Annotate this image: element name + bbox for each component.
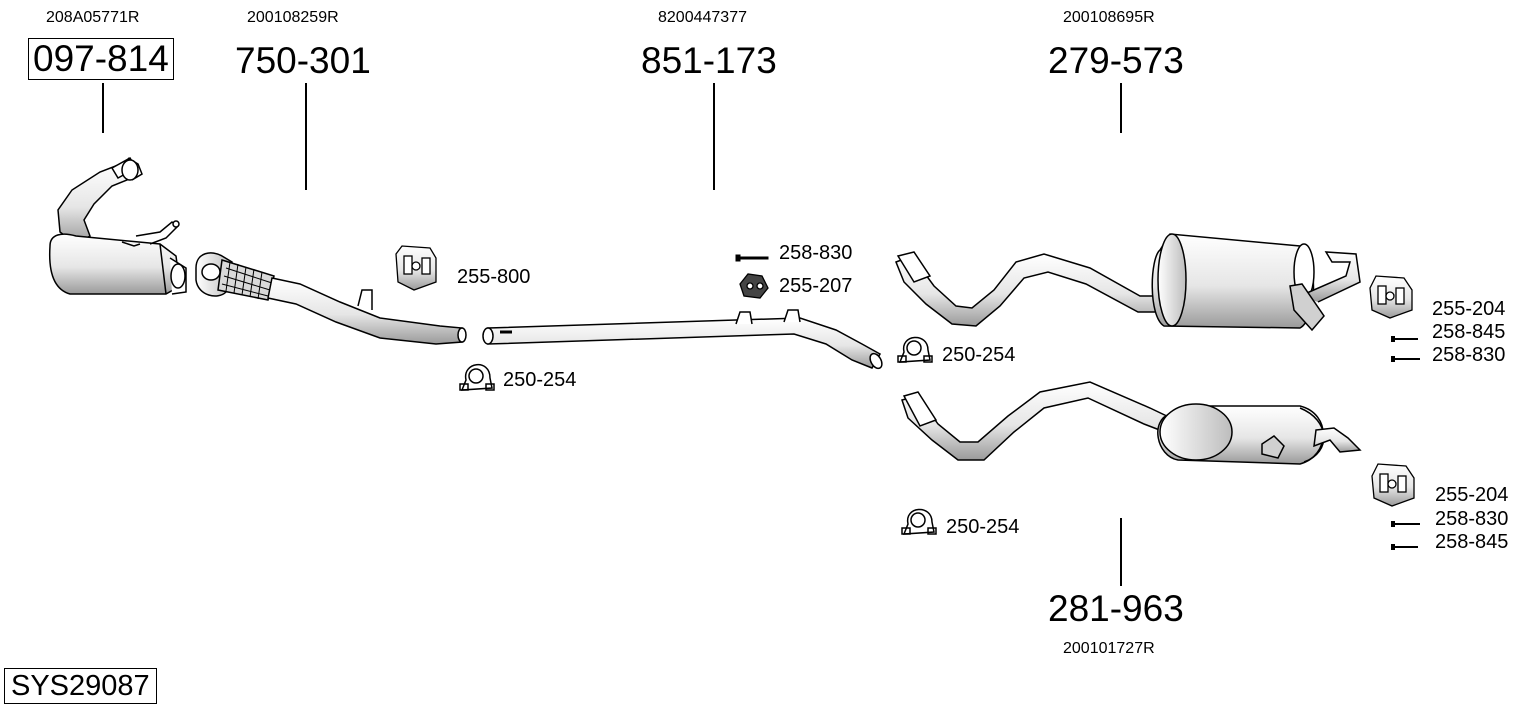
oe-number-rear-silencer-a: 200108695R xyxy=(1063,9,1155,26)
leader-line-middle-pipe xyxy=(713,83,715,190)
screw-icon[interactable] xyxy=(1391,544,1418,550)
oe-number-front-pipe: 200108259R xyxy=(247,9,339,26)
oe-number-middle-pipe: 8200447377 xyxy=(658,9,747,26)
bolt-icon[interactable] xyxy=(735,254,769,262)
part-number-middle-pipe[interactable]: 851-173 xyxy=(641,40,777,81)
catalyst-part-drawing[interactable] xyxy=(48,156,187,295)
rubber-mount-icon[interactable] xyxy=(395,245,437,291)
rubber-ring-icon[interactable] xyxy=(739,273,769,299)
leader-line-rear-silencer-a xyxy=(1120,83,1122,133)
clamp-icon[interactable] xyxy=(459,363,495,391)
leader-line-rear-silencer-b xyxy=(1120,518,1122,586)
leader-line-front-pipe xyxy=(305,83,307,190)
bolt-icon[interactable] xyxy=(1391,521,1420,527)
part-number-front-pipe[interactable]: 750-301 xyxy=(235,40,371,81)
accessory-label-rubber-ring[interactable]: 255-207 xyxy=(779,275,853,297)
bolt-icon[interactable] xyxy=(1391,356,1420,362)
accessory-label-rubber-mount[interactable]: 255-204 xyxy=(1432,298,1506,320)
clamp-icon[interactable] xyxy=(897,336,933,363)
accessory-label-bolt[interactable]: 258-830 xyxy=(1432,344,1506,366)
part-number-rear-silencer-b[interactable]: 281-963 xyxy=(1048,588,1184,629)
rear-silencer-a-part-drawing[interactable] xyxy=(895,233,1361,332)
rubber-mount-icon[interactable] xyxy=(1371,463,1415,507)
clamp-icon[interactable] xyxy=(901,508,937,535)
system-id: SYS29087 xyxy=(4,668,157,704)
accessory-label-clamp[interactable]: 250-254 xyxy=(503,369,577,391)
accessory-label-screw[interactable]: 258-845 xyxy=(1435,531,1509,553)
rear-silencer-b-part-drawing[interactable] xyxy=(901,381,1362,465)
leader-line-catalyst xyxy=(102,83,104,133)
accessory-label-bolt[interactable]: 258-830 xyxy=(779,242,853,264)
screw-icon[interactable] xyxy=(1391,336,1418,342)
front-pipe-part-drawing[interactable] xyxy=(195,252,467,345)
oe-number-catalyst: 208A05771R xyxy=(46,9,140,26)
accessory-label-screw[interactable]: 258-845 xyxy=(1432,321,1506,343)
middle-pipe-part-drawing[interactable] xyxy=(482,309,884,370)
oe-number-rear-silencer-b: 200101727R xyxy=(1063,640,1155,657)
accessory-label-bolt[interactable]: 258-830 xyxy=(1435,508,1509,530)
rubber-mount-icon[interactable] xyxy=(1369,275,1413,319)
accessory-label-clamp[interactable]: 250-254 xyxy=(946,516,1020,538)
accessory-label-rubber-mount[interactable]: 255-204 xyxy=(1435,484,1509,506)
part-number-catalyst[interactable]: 097-814 xyxy=(28,38,174,80)
accessory-label-clamp[interactable]: 250-254 xyxy=(942,344,1016,366)
part-number-rear-silencer-a[interactable]: 279-573 xyxy=(1048,40,1184,81)
accessory-label-rubber-mount[interactable]: 255-800 xyxy=(457,266,531,288)
